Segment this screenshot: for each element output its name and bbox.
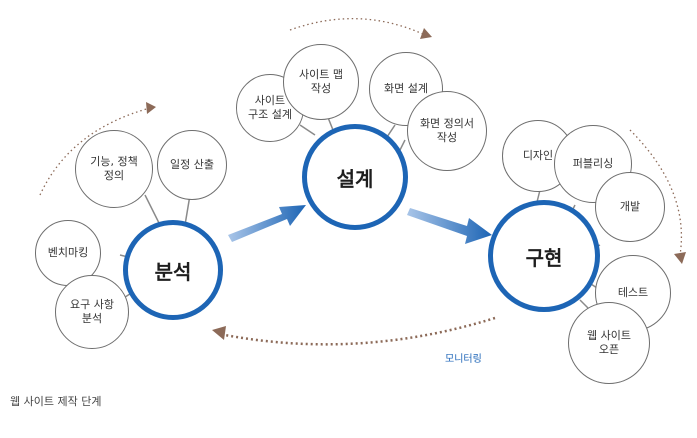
requirements-analysis-node: 요구 사항 분석 — [55, 275, 129, 349]
left-dotted-arc-head — [146, 102, 156, 114]
development-label: 개발 — [619, 200, 641, 213]
publishing-node: 퍼블리싱 — [554, 125, 632, 203]
publishing-label: 퍼블리싱 — [572, 157, 614, 170]
analysis-stage-circle: 분석 — [123, 220, 223, 320]
arrow-design-to-implementation — [407, 208, 492, 244]
monitoring-label: 모니터링 — [445, 354, 482, 365]
arrow-analysis-to-design — [228, 205, 306, 242]
design-stage-circle: 설계 — [302, 124, 408, 230]
figure-caption: 웹 사이트 제작 단계 — [10, 395, 102, 408]
screen-spec-label: 화면 정의서 작성 — [419, 117, 475, 144]
top-dotted-arc-head — [420, 28, 432, 39]
schedule-label: 일정 산출 — [170, 158, 214, 171]
development-node: 개발 — [595, 172, 665, 242]
analysis-stage-label: 분석 — [154, 259, 192, 284]
function-policy-label: 기능, 정책 정의 — [90, 155, 138, 182]
right-dotted-arc — [629, 129, 683, 256]
top-dotted-arc — [289, 18, 426, 36]
function-policy-node: 기능, 정책 정의 — [75, 130, 153, 208]
implementation-stage-label: 구현 — [525, 245, 563, 270]
sitemap-label: 사이트 맵 작성 — [299, 68, 343, 95]
implementation-stage-circle: 구현 — [488, 200, 600, 312]
left-dotted-arc — [39, 107, 151, 196]
design-stage-label: 설계 — [336, 166, 374, 191]
benchmarking-label: 벤치마킹 — [47, 246, 89, 259]
requirements-analysis-label: 요구 사항 분석 — [70, 298, 114, 325]
monitoring-arc — [224, 316, 496, 346]
right-dotted-arc-head — [674, 252, 686, 264]
sitemap-node: 사이트 맵 작성 — [283, 44, 359, 120]
monitoring-arc-head — [212, 326, 226, 340]
screen-spec-node: 화면 정의서 작성 — [407, 91, 487, 171]
site-launch-label: 웹 사이트 오픈 — [587, 329, 631, 356]
schedule-node: 일정 산출 — [157, 130, 227, 200]
design-task-label: 디자인 — [522, 149, 554, 162]
site-launch-node: 웹 사이트 오픈 — [568, 302, 650, 384]
test-label: 테스트 — [617, 286, 649, 299]
screen-design-label: 화면 설계 — [384, 82, 428, 95]
site-structure-label: 사이트 구조 설계 — [248, 94, 292, 121]
